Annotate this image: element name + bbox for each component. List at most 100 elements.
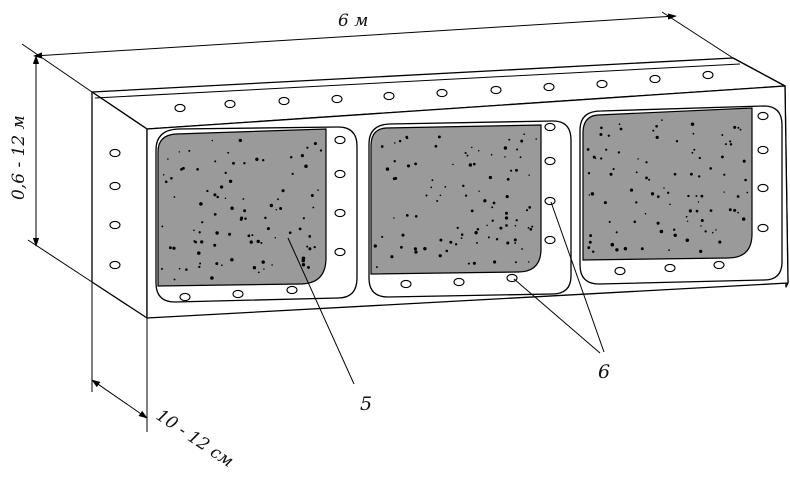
speckle [406, 164, 411, 168]
hole-24 [544, 156, 556, 166]
speckle [474, 231, 478, 235]
hole-19 [334, 247, 346, 257]
speckle [291, 172, 294, 176]
callout-line-hole-a [550, 201, 605, 353]
speckle [193, 240, 196, 243]
speckle [375, 266, 378, 269]
hole-17 [334, 169, 346, 179]
speckle [227, 151, 230, 154]
speckle [685, 215, 688, 218]
speckle [405, 214, 409, 217]
speckle [661, 119, 663, 121]
speckle [491, 219, 494, 222]
speckle [673, 172, 677, 176]
speckle [742, 159, 746, 163]
speckle [178, 267, 181, 270]
speckle [612, 168, 615, 171]
speckle [635, 171, 638, 174]
speckle [302, 217, 305, 220]
speckle [228, 232, 232, 236]
speckle [244, 217, 247, 220]
speckle [691, 151, 694, 154]
speckle [230, 206, 234, 210]
speckle [260, 241, 263, 244]
filler-block-2 [370, 124, 542, 275]
speckle [619, 127, 623, 131]
speckle [609, 172, 613, 176]
speckle [252, 266, 257, 270]
speckle [394, 142, 396, 144]
speckle [373, 244, 377, 248]
speckle [491, 206, 494, 209]
hole-13 [109, 181, 121, 191]
speckle [257, 271, 260, 274]
speckle [312, 206, 315, 209]
hole-33 [757, 223, 769, 233]
length-label: 6 м [338, 11, 368, 31]
speckle [520, 139, 524, 143]
speckle [263, 268, 265, 270]
speckle [224, 171, 227, 175]
speckle [669, 203, 671, 206]
speckle [436, 200, 439, 202]
speckle [220, 264, 223, 267]
speckle [590, 192, 595, 196]
speckle [633, 220, 637, 224]
hole-3 [278, 96, 290, 106]
speckle [206, 189, 209, 193]
height-label: 0,6 - 12 м [9, 115, 29, 200]
speckle [535, 138, 538, 140]
speckle [162, 174, 165, 176]
speckle [699, 249, 703, 254]
speckle [381, 235, 384, 238]
hole-31 [757, 145, 769, 155]
speckle [487, 236, 490, 239]
speckle [655, 135, 659, 140]
speckle [219, 185, 224, 189]
speckle [468, 163, 473, 167]
speckle [472, 261, 476, 265]
speckle [525, 209, 529, 212]
speckle [313, 245, 316, 249]
speckle [477, 150, 480, 152]
speckle [673, 228, 676, 231]
speckle [504, 216, 509, 220]
speckle [478, 190, 480, 193]
speckle [486, 224, 488, 227]
speckle [298, 227, 302, 231]
speckle [729, 143, 733, 146]
speckle [505, 224, 508, 227]
speckle [607, 134, 610, 137]
hole-27 [400, 279, 412, 289]
speckle [456, 226, 459, 230]
speckle [741, 217, 746, 221]
speckle [228, 179, 233, 184]
speckle [675, 140, 679, 143]
speckle [514, 261, 517, 264]
speckle [301, 256, 306, 261]
speckle [668, 249, 670, 251]
speckle [275, 208, 278, 211]
hole-1 [174, 103, 186, 113]
speckle [193, 229, 195, 232]
speckle [688, 209, 692, 213]
speckle [528, 206, 532, 209]
speckle [224, 197, 227, 200]
speckle [438, 254, 442, 258]
speckle [454, 243, 458, 246]
speckle [506, 177, 510, 181]
speckle [697, 175, 701, 178]
speckle [506, 241, 510, 245]
speckle [723, 191, 725, 193]
speckle [385, 167, 390, 171]
speckle [173, 196, 176, 198]
speckle [262, 159, 265, 162]
speckle [393, 160, 396, 163]
speckle [503, 146, 508, 150]
speckle [232, 161, 235, 165]
speckle [467, 262, 470, 265]
speckle [617, 151, 621, 154]
speckle [460, 233, 464, 236]
speckle [729, 140, 732, 143]
speckle [213, 243, 217, 247]
